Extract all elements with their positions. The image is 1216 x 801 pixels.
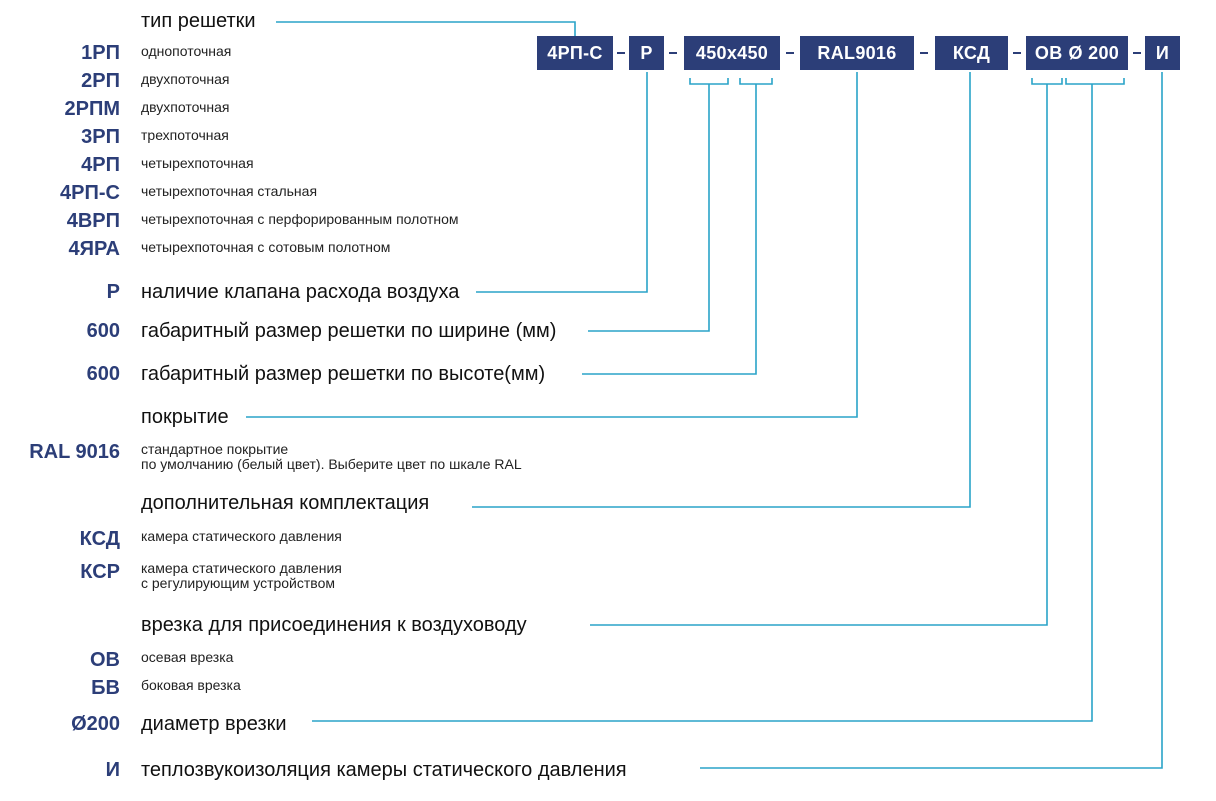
- type-code: 4ВРП: [66, 210, 120, 232]
- coating-desc-line1: стандартное покрытие: [141, 441, 289, 457]
- height-desc: габаритный размер решетки по высоте(мм): [141, 362, 552, 386]
- separator-dash: [920, 52, 928, 54]
- bracket-width: [689, 78, 729, 85]
- separator-dash: [1133, 52, 1141, 54]
- connector-type: [276, 21, 576, 36]
- connector-extra: [472, 72, 971, 508]
- extra-desc-line2: с регулирующим устройством: [141, 575, 335, 591]
- cut-header: врезка для присоединения к воздуховоду: [141, 613, 533, 637]
- extra-desc-line1: камера статического давления: [141, 528, 342, 544]
- insulation-code: И: [105, 759, 120, 781]
- box-valve: Р: [629, 36, 664, 70]
- bracket-height: [739, 78, 773, 85]
- type-code: 2РПМ: [64, 98, 121, 120]
- box-cut-diameter: ОВ Ø 200: [1026, 36, 1128, 70]
- coating-code: RAL 9016: [29, 441, 120, 463]
- extra-header: дополнительная комплектация: [141, 491, 436, 515]
- type-desc: двухпоточная: [141, 71, 230, 87]
- diameter-desc: диаметр врезки: [141, 712, 293, 736]
- connector-cut: [590, 84, 1048, 626]
- extra-desc-line1: камера статического давления: [141, 560, 342, 576]
- type-desc: однопоточная: [141, 43, 232, 59]
- type-code: 4РП-С: [60, 182, 120, 204]
- height-code: 600: [86, 363, 120, 385]
- box-coating: RAL9016: [800, 36, 914, 70]
- type-code: 3РП: [81, 126, 120, 148]
- connector-valve: [476, 72, 648, 293]
- type-desc: четырехпоточная стальная: [141, 183, 318, 199]
- separator-dash: [617, 52, 625, 54]
- extra-code: КСД: [79, 528, 120, 550]
- bracket-diameter: [1065, 78, 1125, 85]
- connector-height: [582, 84, 757, 375]
- box-insulation: И: [1145, 36, 1180, 70]
- box-cut: ОВ: [1034, 42, 1063, 63]
- type-desc: четырехпоточная с сотовым полотном: [141, 239, 391, 255]
- box-diameter: Ø 200: [1068, 42, 1120, 63]
- type-code: 4ЯРА: [68, 238, 120, 260]
- separator-dash: [1013, 52, 1021, 54]
- width-desc: габаритный размер решетки по ширине (мм): [141, 319, 563, 343]
- extra-code: КСР: [80, 561, 120, 583]
- cut-code: БВ: [91, 677, 120, 699]
- separator-dash: [669, 52, 677, 54]
- type-code: 1РП: [81, 42, 120, 64]
- type-desc: четырехпоточная с перфорированным полотн…: [141, 211, 459, 227]
- coating-header: покрытие: [141, 405, 235, 429]
- box-extra: КСД: [935, 36, 1008, 70]
- connector-insulation: [700, 72, 1163, 769]
- bracket-cut: [1031, 78, 1063, 85]
- coating-desc-line2: по умолчанию (белый цвет). Выберите цвет…: [141, 456, 522, 472]
- cut-desc: боковая врезка: [141, 677, 241, 693]
- insulation-desc: теплозвукоизоляция камеры статического д…: [141, 758, 633, 782]
- type-desc: четырехпоточная: [141, 155, 254, 171]
- cut-code: ОВ: [90, 649, 120, 671]
- type-desc: трехпоточная: [141, 127, 229, 143]
- width-code: 600: [86, 320, 120, 342]
- valve-code: Р: [106, 281, 120, 303]
- type-code: 4РП: [81, 154, 120, 176]
- box-size: 450x450: [684, 36, 780, 70]
- type-header: тип решетки: [141, 9, 262, 33]
- connector-width: [588, 84, 710, 332]
- valve-desc: наличие клапана расхода воздуха: [141, 280, 466, 304]
- box-type: 4РП-С: [537, 36, 613, 70]
- separator-dash: [786, 52, 794, 54]
- type-desc: двухпоточная: [141, 99, 230, 115]
- diameter-code: Ø200: [71, 713, 120, 735]
- type-code: 2РП: [81, 70, 120, 92]
- cut-desc: осевая врезка: [141, 649, 234, 665]
